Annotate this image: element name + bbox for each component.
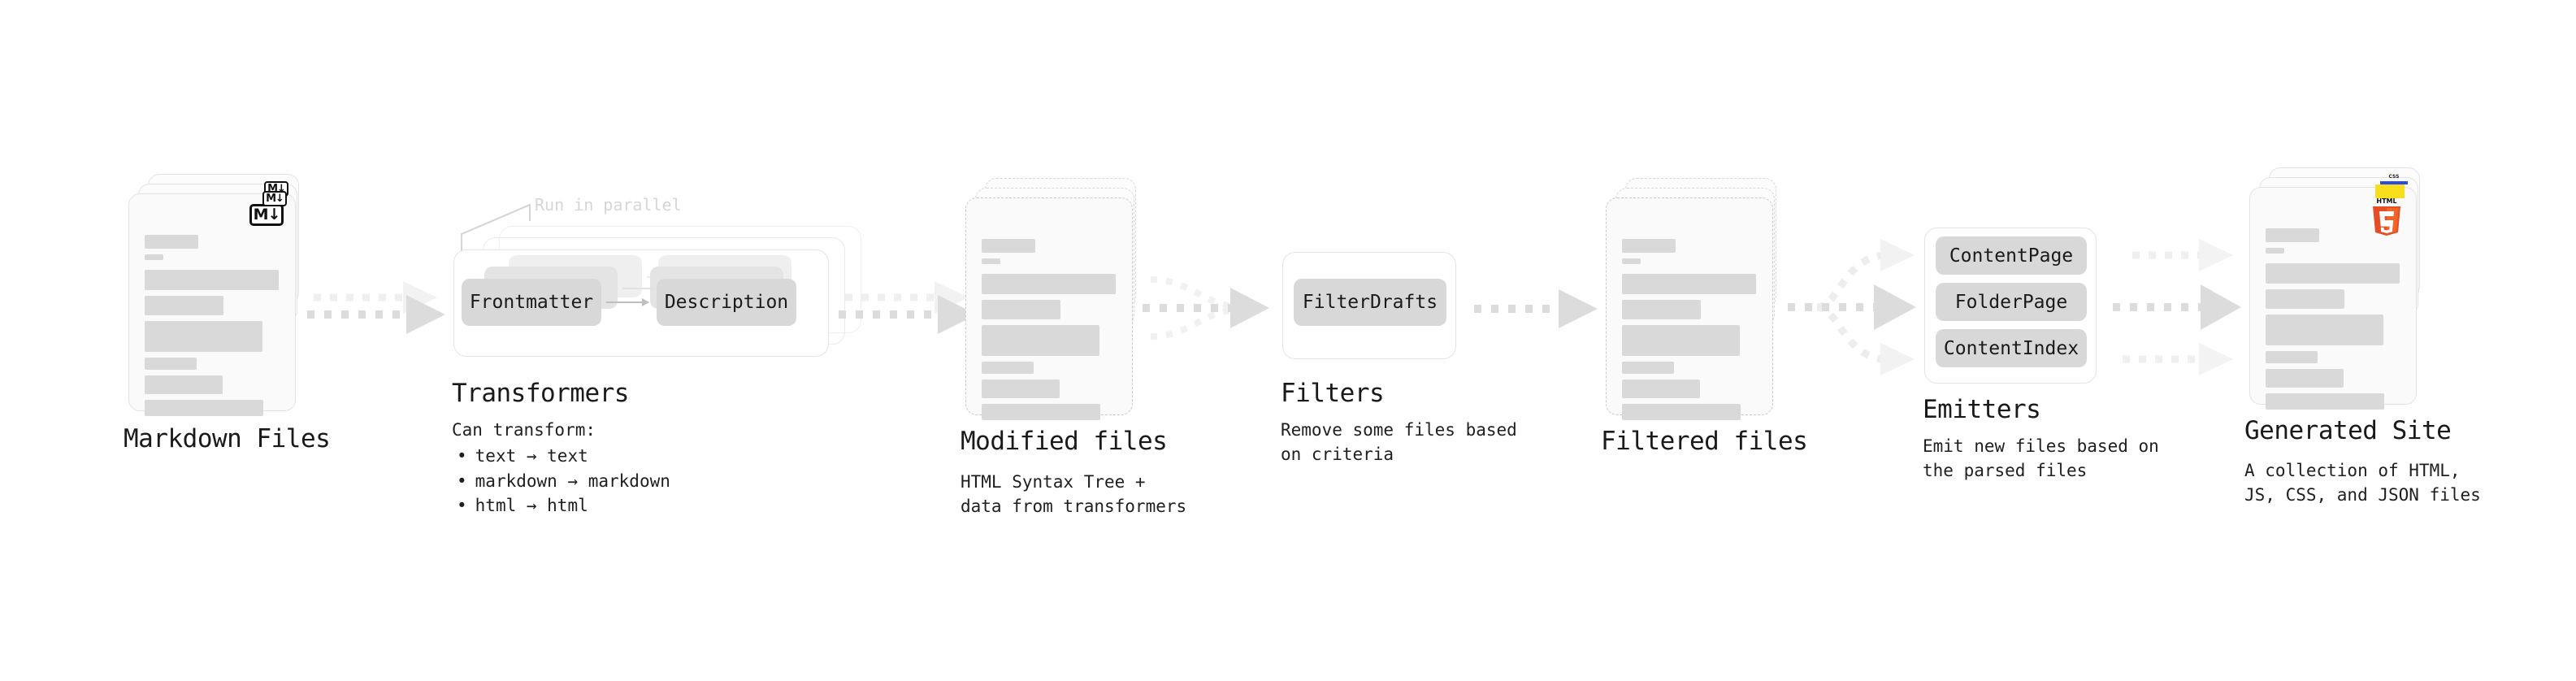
filter-chip-filterdrafts[interactable]: FilterDrafts — [1294, 279, 1446, 326]
connector-modified-to-filters — [1138, 268, 1292, 366]
document-card-front-html: HTML — [2249, 187, 2417, 410]
content-bar — [2266, 369, 2344, 388]
emitter-chip-folderpage[interactable]: FolderPage — [1936, 283, 2087, 321]
subtitle-line: on criteria — [1281, 445, 1394, 465]
js-icon — [2375, 184, 2405, 198]
content-bar — [145, 254, 163, 260]
stage-title-markdown-files: Markdown Files — [124, 424, 331, 453]
content-bar — [1622, 239, 1676, 253]
transformer-chip-frontmatter[interactable]: Frontmatter — [462, 279, 601, 326]
content-bar — [2266, 289, 2344, 309]
connector-transformers-to-modified — [839, 276, 985, 349]
transform-item: html → html — [452, 493, 670, 518]
subtitle-line: Emit new files based on — [1923, 436, 2159, 456]
content-bar — [1622, 380, 1700, 398]
content-bar — [1622, 274, 1756, 294]
content-bar — [2266, 314, 2383, 345]
content-bar — [145, 375, 223, 394]
transform-intro: Can transform: — [452, 420, 596, 440]
content-bar — [2266, 351, 2318, 363]
subtitle-line: Remove some files based — [1281, 420, 1517, 440]
subtitle-line: JS, CSS, and JSON files — [2244, 485, 2481, 505]
subtitle-line: A collection of HTML, — [2244, 461, 2461, 480]
content-bar — [2266, 393, 2384, 410]
markdown-icon: M↓ — [262, 191, 287, 206]
content-bar — [145, 321, 262, 352]
content-bar — [145, 400, 263, 416]
stage-subtitle-modified-files: HTML Syntax Tree + data from transformer… — [961, 470, 1186, 519]
content-bar — [982, 274, 1116, 294]
stage-subtitle-generated-site: A collection of HTML, JS, CSS, and JSON … — [2244, 458, 2481, 508]
content-bar — [982, 362, 1034, 374]
transformer-mini-arrow — [606, 298, 649, 306]
content-bar — [1622, 258, 1641, 264]
subtitle-line: the parsed files — [1923, 461, 2088, 481]
transformer-mini-arrow — [622, 284, 657, 293]
subtitle-line: HTML Syntax Tree + — [961, 472, 1146, 492]
css-icon: CSS — [2380, 175, 2408, 184]
document-card-front: M↓ — [128, 193, 296, 416]
stage-title-emitters: Emitters — [1923, 395, 2041, 424]
svg-text:HTML: HTML — [2376, 197, 2396, 205]
content-bar — [2266, 228, 2319, 242]
connector-filters-to-filtered — [1472, 286, 1611, 335]
stage-subtitle-filters: Remove some files based on criteria — [1281, 418, 1517, 467]
content-bar — [2266, 263, 2400, 284]
html5-icon: HTML — [2369, 196, 2405, 236]
run-in-parallel-label: Run in parallel — [535, 195, 682, 215]
document-content-placeholder — [982, 239, 1119, 426]
stage-title-filtered-files: Filtered files — [1601, 427, 1808, 456]
emitter-chip-contentpage[interactable]: ContentPage — [1936, 236, 2087, 275]
content-bar — [145, 358, 197, 370]
transform-item: text → text — [452, 444, 670, 468]
transformer-chip-description[interactable]: Description — [657, 279, 796, 326]
emitter-chip-contentindex[interactable]: ContentIndex — [1936, 329, 2087, 367]
markdown-icon: M↓ — [249, 204, 284, 226]
run-in-parallel-bracket — [461, 203, 531, 252]
document-content-placeholder — [1622, 239, 1759, 426]
content-bar — [982, 404, 1100, 420]
css-bar — [2380, 181, 2408, 184]
content-bar — [145, 296, 223, 315]
css-label: CSS — [2388, 174, 2400, 180]
content-bar — [1622, 404, 1741, 420]
content-bar — [982, 380, 1060, 398]
document-content-placeholder — [2266, 228, 2403, 415]
subtitle-line: data from transformers — [961, 497, 1187, 517]
content-bar — [145, 270, 279, 290]
content-bar — [145, 235, 198, 249]
document-card-front — [1606, 197, 1773, 420]
content-bar — [1622, 300, 1701, 319]
transform-list: text → text markdown → markdown html → h… — [452, 444, 670, 518]
content-bar — [1622, 325, 1740, 356]
content-bar — [2266, 248, 2284, 254]
content-bar — [982, 258, 1000, 264]
stage-subtitle-transformers: Can transform: text → text markdown → ma… — [452, 418, 670, 518]
stage-title-transformers: Transformers — [452, 379, 629, 408]
transform-item: markdown → markdown — [452, 469, 670, 493]
stage-title-filters: Filters — [1281, 379, 1385, 408]
stage-subtitle-emitters: Emit new files based on the parsed files — [1923, 434, 2159, 484]
document-content-placeholder — [145, 235, 282, 422]
stage-title-generated-site: Generated Site — [2244, 416, 2452, 445]
connector-emitters-to-site — [2113, 229, 2259, 384]
stage-title-modified-files: Modified files — [961, 427, 1168, 456]
content-bar — [982, 325, 1099, 356]
content-bar — [1622, 362, 1674, 374]
connector-markdown-to-transformers — [307, 276, 453, 349]
content-bar — [982, 300, 1060, 319]
connector-filtered-to-emitters — [1781, 229, 1936, 384]
document-card-front — [965, 197, 1133, 420]
content-bar — [982, 239, 1035, 253]
